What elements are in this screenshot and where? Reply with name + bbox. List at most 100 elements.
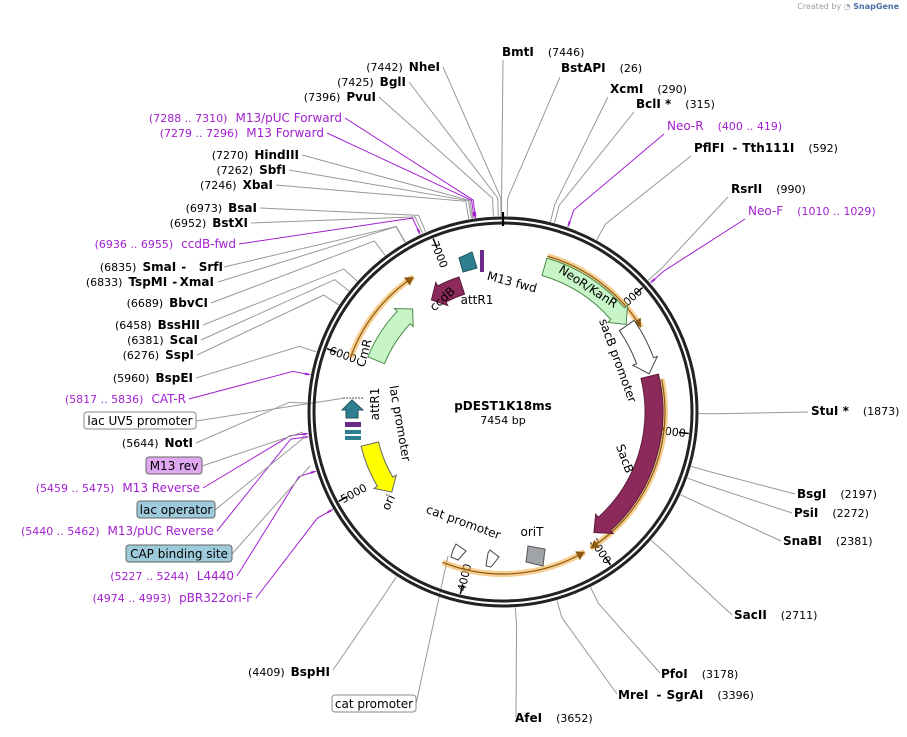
site-separator: - [656,688,661,702]
site-leader-smai [223,225,406,268]
site-name-sspi: SspI [165,348,194,362]
site-name-afei: AfeI [515,711,542,725]
site-leader-bbvci [210,240,386,304]
site-pos-sspi: (6276) [123,349,160,362]
site-pos-xbai: (7246) [200,179,237,192]
site-leader-nhei [442,66,502,217]
primer-leader-neof [650,218,746,284]
site-pos-snabi: (2381) [836,535,873,548]
site-separator: - [181,260,186,274]
site-name-pfoi: PfoI [661,667,688,681]
site-alias-sgrai: SgrAI [666,688,703,702]
primer-leader-l4440 [236,470,317,577]
sacb-feature [593,373,664,535]
primer-name-catr: CAT-R [151,392,186,406]
site-name-psii: PsiI [794,506,818,520]
orit-orange-arc [442,551,586,575]
site-leader-pfoi [590,587,661,674]
m13-fwd-feature [480,250,484,272]
m13-rev-label-box [145,456,203,475]
lac-uv5-label: lac UV5 promoter [87,414,192,428]
site-leader-bcli [553,111,635,223]
site-leader-bsai [259,207,427,233]
cat-promoter-label: cat promoter [424,502,502,542]
primer-leader-catr [188,370,311,400]
site-leader-scai [200,279,350,341]
site-pos-smai: (6835) [100,261,137,274]
primer-name-pbr322orif: pBR322ori-F [179,591,253,605]
site-separator: - [172,275,177,289]
site-leader-bsshii [202,268,358,326]
site-pos-bstapi: (26) [620,62,643,75]
site-name-pflfi: PflFI [694,141,724,155]
orit-orange-arc-arrow [575,551,585,561]
site-pos-sacii: (2711) [781,609,818,622]
site-leader-afei [514,607,518,718]
lac-operator-label-box [136,500,216,519]
orit-label: oriT [521,525,545,539]
site-pos-bsshii: (6458) [115,319,152,332]
primer-name-m13pucforward: M13/pUC Forward [235,111,342,125]
primer-pos-m13pucforward: (7288 .. 7310) [149,112,228,125]
primer-mark-m13pucforward [473,211,477,217]
site-pos-bbvci: (6689) [127,297,164,310]
tick-mark [604,556,612,566]
sacb-promoter-feature [618,319,659,375]
primer-pos-catr: (5817 .. 5836) [65,393,144,406]
neor-orange-arc-arrow [632,317,642,328]
site-name-smai: SmaI [142,260,176,274]
primer-leader-neor [567,133,665,228]
primer-pos-ccdbfwd: (6936 .. 6955) [95,238,174,251]
lac-uv5-label-box [83,411,197,430]
tick-mark [634,287,644,295]
site-alias-tth111i: Tth111I [742,141,794,155]
primer-pos-m13pucreverse: (5440 .. 5462) [21,525,100,538]
cap-site-label: CAP binding site [130,547,228,561]
site-pos-hindiii: (7270) [212,149,249,162]
site-name-bgli: BglI [380,75,406,89]
sacb-orange-arc-arrow [590,539,601,549]
primer-name-neof: Neo-F [748,204,783,218]
lac-promoter-label: lac promoter [386,384,413,462]
site-pos-bmti: (7446) [548,46,585,59]
site-leader-bgli [408,81,499,217]
tick-label-5000: 5000 [338,481,369,506]
site-pos-sbfi: (7262) [217,164,254,177]
site-name-sbfi: SbfI [259,163,286,177]
ori-feature [360,441,398,493]
primer-name-ccdbfwd: ccdB-fwd [181,237,236,251]
site-name-bsshii: BssHII [158,318,200,332]
tick-mark [338,495,348,502]
site-leader-sbfi [288,169,472,219]
cmr-orange-arc-arrow [403,276,414,286]
site-leader-hindiii [301,154,474,219]
neor-label: NeoR/KanR [556,263,620,311]
site-name-bspei: BspEI [155,371,193,385]
site-name-bmti: BmtI [502,45,534,59]
attr1-left-label: attR1 [368,388,382,421]
primer-mark-pbr322orif [327,509,332,514]
site-leader-stui [698,411,809,415]
site-pos-tspmi: (6833) [86,276,123,289]
primer-pos-l4440: (5227 .. 5244) [110,570,189,583]
site-leader-xbai [275,184,470,220]
lac-promoter-feature [345,430,361,434]
cap-site-label-leader [231,465,311,555]
plasmid-name: pDEST1K18ms [454,399,552,413]
site-pos-pflfi: (592) [808,142,838,155]
cat-promoter-box-label: cat promoter [335,697,413,711]
site-pos-rsrii: (990) [776,183,806,196]
site-pos-noti: (5644) [122,437,159,450]
site-name-snabi: SnaBI [783,534,822,548]
neor-feature [541,257,629,326]
site-pos-bstxi: (6952) [170,217,207,230]
site-name-xcmi: XcmI [610,82,643,96]
site-pos-pfoi: (3178) [702,668,739,681]
tick-mark [678,431,689,435]
site-leader-sspi [196,294,340,356]
snapgene-logo-icon: ◔ [843,2,851,11]
m13-rev-label: M13 rev [150,459,199,473]
site-leader-xcmi [549,96,609,222]
